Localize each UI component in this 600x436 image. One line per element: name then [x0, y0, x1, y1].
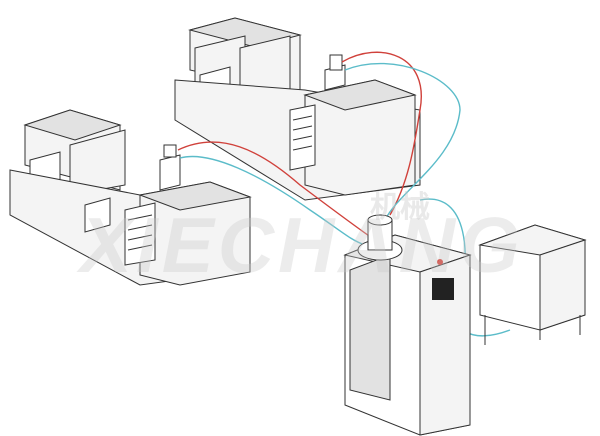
control-panel: [432, 278, 454, 300]
watermark: XIECHANG: [80, 201, 524, 289]
material-bin: [478, 224, 587, 345]
injection-molding-machine-back: [174, 17, 421, 201]
watermark-chinese: 机械: [370, 191, 430, 224]
dehumidifying-dryer: [343, 214, 472, 436]
injection-molding-machine-front: [9, 109, 252, 286]
